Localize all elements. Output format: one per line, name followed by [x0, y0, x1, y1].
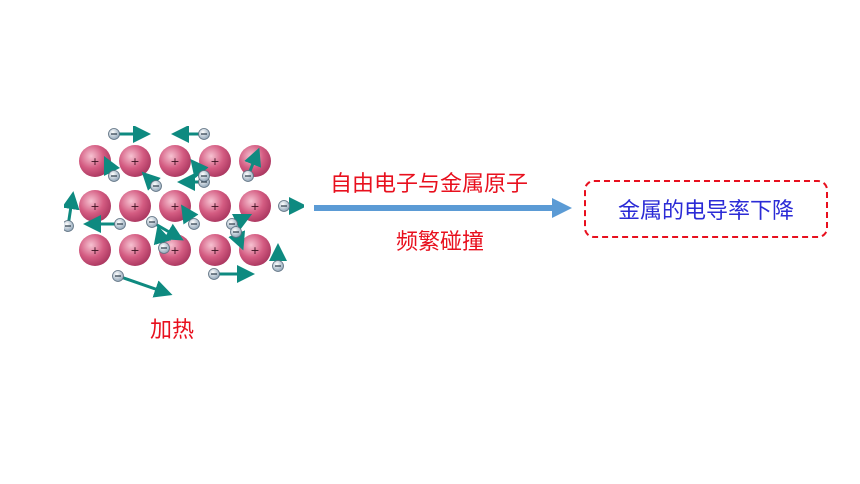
svg-text:+: + [90, 244, 99, 257]
atom: + [159, 190, 191, 222]
electron [198, 128, 210, 140]
heating-caption: 加热 [150, 318, 195, 343]
electron [146, 216, 158, 228]
electron [242, 170, 254, 182]
svg-text:+: + [170, 200, 179, 213]
electron [272, 260, 284, 272]
atom: + [119, 190, 151, 222]
svg-text:+: + [250, 200, 259, 213]
atom: + [199, 190, 231, 222]
atom: + [199, 234, 231, 266]
atom: + [79, 234, 111, 266]
process-arrow-head [552, 198, 572, 218]
electron [208, 268, 220, 280]
electron [198, 170, 210, 182]
svg-text:+: + [130, 155, 139, 168]
process-arrow-shaft [314, 205, 556, 211]
svg-text:+: + [130, 244, 139, 257]
svg-text:+: + [170, 244, 179, 257]
svg-text:+: + [130, 200, 139, 213]
atom: + [239, 234, 271, 266]
svg-text:+: + [170, 155, 179, 168]
electron [150, 180, 162, 192]
electron [114, 218, 126, 230]
electron [230, 226, 242, 238]
svg-text:+: + [90, 155, 99, 168]
svg-text:+: + [210, 244, 219, 257]
atom: + [239, 190, 271, 222]
electron [158, 242, 170, 254]
process-arrow [314, 198, 572, 218]
atom: + [119, 145, 151, 177]
electron-motion-arrow [117, 274, 173, 298]
electron [112, 270, 124, 282]
svg-text:+: + [210, 155, 219, 168]
atom: + [159, 145, 191, 177]
atom: + [119, 234, 151, 266]
metal-lattice-illustration: +++++++++++++++ [64, 126, 304, 298]
process-label-bottom: 频繁碰撞 [396, 230, 485, 255]
svg-text:+: + [210, 200, 219, 213]
result-box: 金属的电导率下降 [584, 180, 828, 238]
svg-text:+: + [250, 244, 259, 257]
result-text: 金属的电导率下降 [617, 199, 794, 224]
process-label-top: 自由电子与金属原子 [330, 172, 529, 197]
atom: + [79, 145, 111, 177]
atom: + [79, 190, 111, 222]
electron [64, 220, 74, 232]
electron [188, 218, 200, 230]
electron [278, 200, 290, 212]
electron [108, 170, 120, 182]
electron [108, 128, 120, 140]
svg-text:+: + [90, 200, 99, 213]
